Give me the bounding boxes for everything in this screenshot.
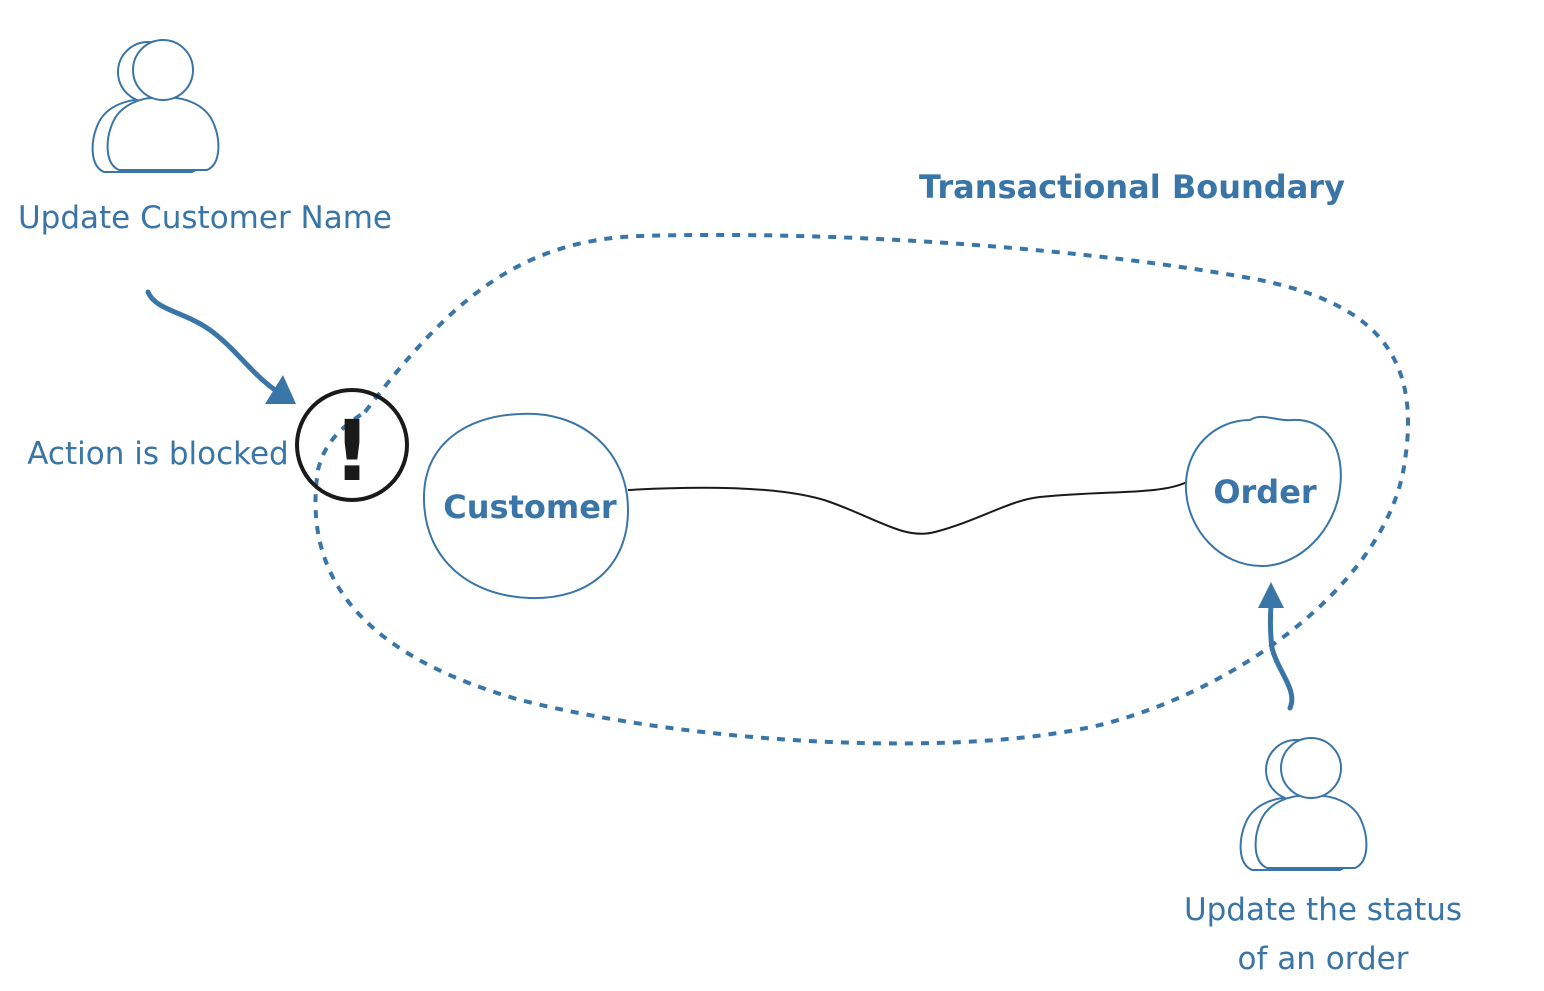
arrow-to-order bbox=[1258, 582, 1295, 711]
blocked-label: Action is blocked bbox=[27, 436, 288, 472]
blocked-indicator: ! bbox=[295, 388, 409, 502]
actor-right-label-line1: Update the status bbox=[1184, 892, 1462, 928]
transactional-boundary bbox=[313, 232, 1410, 746]
exclamation-icon bbox=[295, 388, 409, 502]
order-entity-label: Order bbox=[1213, 473, 1317, 511]
exclamation-symbol: ! bbox=[333, 402, 371, 500]
boundary-label: Transactional Boundary bbox=[919, 168, 1345, 206]
order-entity-shape bbox=[1184, 415, 1342, 568]
actor-right: Update the status of an order bbox=[1184, 737, 1462, 977]
user-icon bbox=[1239, 737, 1368, 871]
actor-left: Update Customer Name bbox=[18, 39, 392, 236]
user-icon bbox=[91, 39, 220, 173]
actor-left-label: Update Customer Name bbox=[18, 200, 392, 236]
actor-right-label-line2: of an order bbox=[1238, 941, 1409, 977]
arrow-to-blocked bbox=[145, 289, 296, 404]
customer-entity-label: Customer bbox=[443, 488, 617, 526]
customer-entity-shape bbox=[422, 412, 630, 600]
customer-order-link bbox=[627, 481, 1188, 535]
